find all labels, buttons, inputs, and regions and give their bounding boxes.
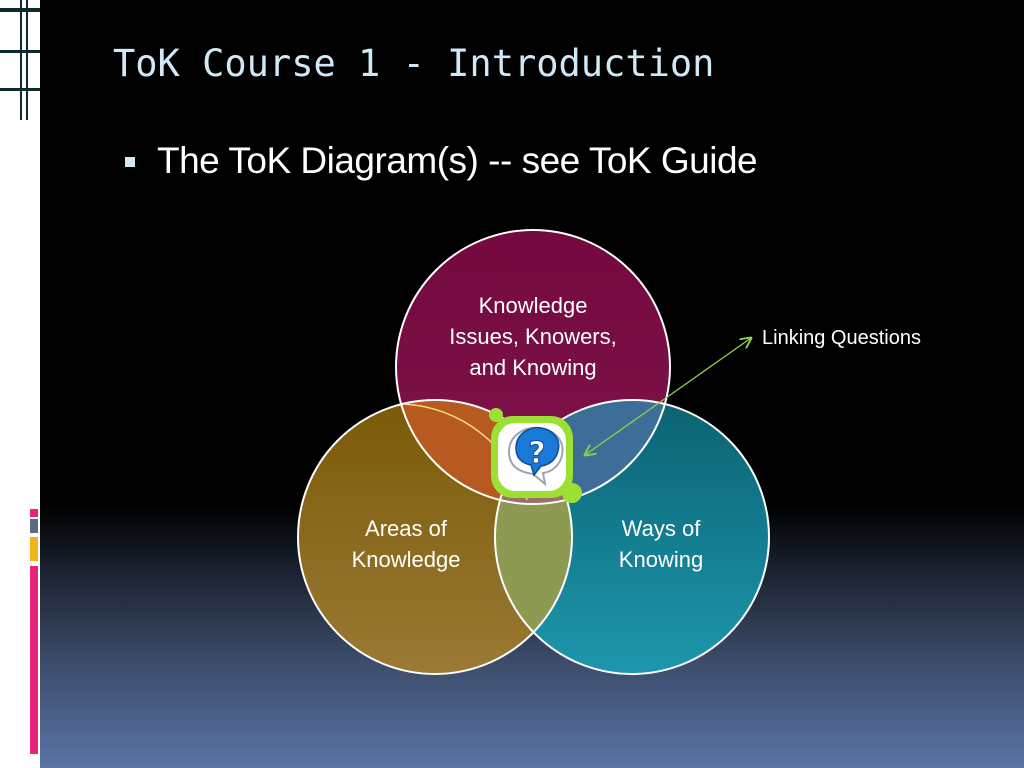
accent-gold-block bbox=[30, 537, 38, 561]
bar-stripe bbox=[0, 88, 40, 91]
bar-stripe bbox=[26, 0, 28, 120]
accent-pink-block bbox=[30, 509, 38, 517]
bar-stripe bbox=[20, 0, 22, 120]
top-circle-label-line: Issues, Knowers, bbox=[449, 324, 617, 349]
linking-questions-label: Linking Questions bbox=[762, 327, 921, 349]
slide-title: ToK Course 1 - Introduction bbox=[113, 42, 715, 85]
accent-slate-block bbox=[30, 519, 38, 533]
square-bullet-icon bbox=[125, 157, 135, 167]
svg-text:?: ? bbox=[528, 436, 545, 471]
right-circle-label: Ways of Knowing bbox=[581, 513, 741, 575]
right-circle-label-line: Knowing bbox=[618, 547, 704, 572]
left-decorative-bar bbox=[0, 0, 40, 768]
top-circle-label: Knowledge Issues, Knowers, and Knowing bbox=[413, 290, 653, 383]
accent-pink-bar bbox=[30, 566, 38, 754]
bar-stripe bbox=[0, 50, 40, 53]
left-circle-label-line: Knowledge bbox=[351, 547, 461, 572]
left-circle-label: Areas of Knowledge bbox=[326, 513, 486, 575]
left-circle-outline bbox=[297, 399, 573, 675]
bullet-text: The ToK Diagram(s) -- see ToK Guide bbox=[157, 140, 758, 181]
bullet-item: The ToK Diagram(s) -- see ToK Guide bbox=[125, 140, 758, 182]
question-speech-bubble-icon: ? bbox=[489, 408, 582, 503]
top-circle-label-line: Knowledge bbox=[478, 293, 588, 318]
right-circle-label-line: Ways of bbox=[621, 516, 701, 541]
linking-questions-arrow bbox=[585, 338, 751, 455]
top-circle-label-line: and Knowing bbox=[469, 355, 597, 380]
left-circle-label-line: Areas of bbox=[365, 516, 447, 541]
